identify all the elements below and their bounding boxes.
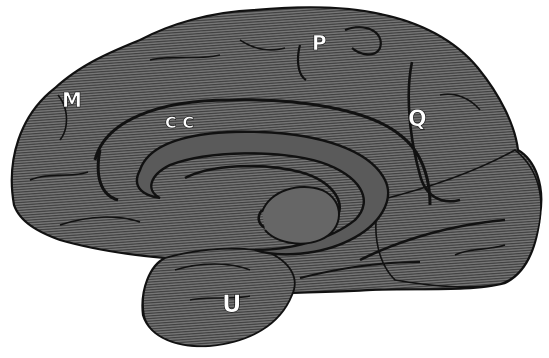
label-p: P	[312, 31, 327, 55]
label-u: U	[222, 290, 242, 318]
label-m: M	[62, 88, 82, 112]
label-cc: C C	[165, 113, 194, 132]
label-q: Q	[408, 107, 427, 132]
thalamus-outline	[262, 187, 339, 244]
